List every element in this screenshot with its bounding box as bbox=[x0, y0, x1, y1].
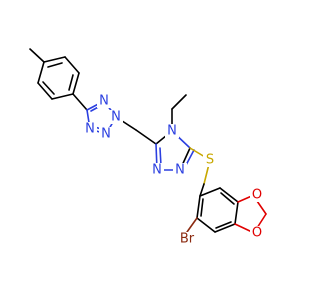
atom-bromine: Br bbox=[180, 232, 195, 247]
bond-ethyl-2 bbox=[171, 94, 187, 110]
molecule-diagram: N N N N N N N S O O Br bbox=[29, 48, 267, 247]
atom-sulfur: S bbox=[206, 153, 214, 168]
atom-n-tetrazole-4: N bbox=[85, 122, 95, 137]
bond-methyl bbox=[29, 48, 45, 63]
bond-c-br bbox=[186, 217, 198, 233]
bond-ch2-triazole bbox=[135, 129, 157, 145]
atom-n-triazole-1: N bbox=[152, 163, 162, 178]
atom-oxygen-2: O bbox=[252, 226, 262, 241]
molecule-structure-canvas: N N N N N N N S O O Br bbox=[29, 48, 267, 247]
bond-ch2-aryl bbox=[199, 183, 205, 197]
atom-oxygen-1: O bbox=[252, 188, 262, 203]
atom-labels: N N N N N N N S O O Br bbox=[83, 94, 264, 247]
bond-aryl-tetrazole bbox=[72, 93, 88, 111]
atom-n-tetrazole-2: N bbox=[111, 110, 121, 125]
tolyl-ring bbox=[37, 56, 80, 100]
atom-n-tetrazole-1: N bbox=[99, 94, 109, 109]
atom-n-tetrazole-3: N bbox=[101, 127, 111, 142]
benzodioxole-ring bbox=[196, 187, 239, 233]
atom-n-triazole-2: N bbox=[175, 163, 185, 178]
atom-n-triazole-ethyl: N bbox=[167, 124, 177, 139]
